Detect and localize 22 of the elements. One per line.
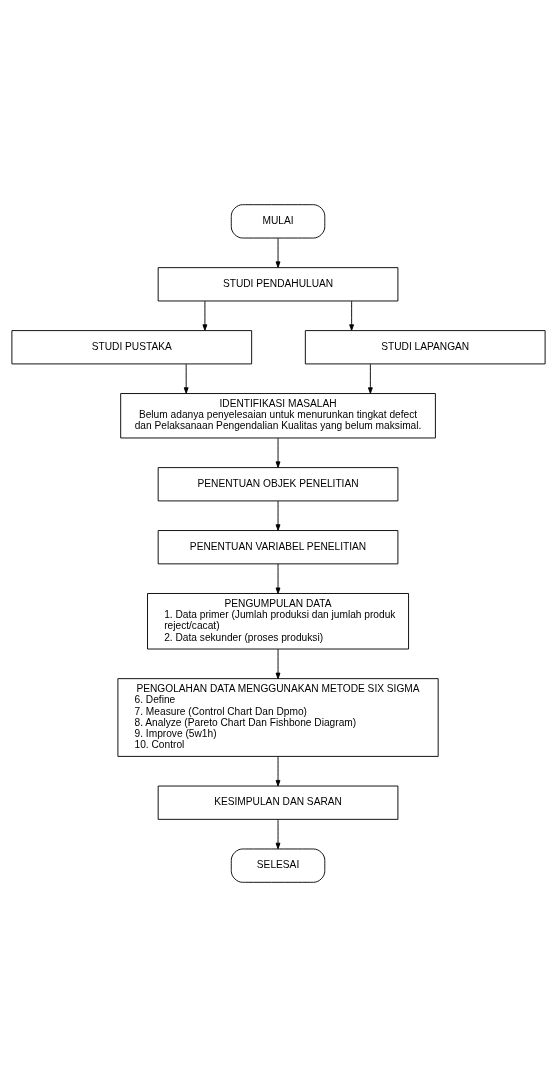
arrow xyxy=(202,300,208,331)
node-box: STUDI LAPANGAN xyxy=(304,329,546,364)
arrow xyxy=(275,500,281,531)
arrow xyxy=(275,563,281,594)
arrow xyxy=(183,363,189,394)
node-box: PENENTUAN OBJEK PENELITIAN xyxy=(157,466,399,501)
node-box: PENGUMPULAN DATA 1. Data primer (Jumlah produksi dan jumlah produk reject/cacat) 2. Data sekunder (proses produksi) xyxy=(147,592,410,649)
node-box: PENENTUAN VARIABEL PENELITIAN xyxy=(157,529,399,564)
node-box: KESIMPULAN DAN SARAN xyxy=(157,785,399,820)
arrow xyxy=(275,755,281,786)
arrow xyxy=(275,818,281,849)
arrow xyxy=(275,437,281,468)
arrow xyxy=(275,648,281,679)
node-box: IDENTIFIKASI MASALAH Belum adanya penyelesaian untuk menurunkan tingkat defect dan Pelaksanaan Pengendalian Kualitas yang belum maksimal. xyxy=(120,392,436,438)
node-box: STUDI PUSTAKA xyxy=(11,329,253,364)
arrow xyxy=(275,237,281,268)
node-box: STUDI PENDAHULUAN xyxy=(157,266,399,301)
arrow xyxy=(367,363,373,394)
node-box: MULAI xyxy=(230,203,326,238)
arrow xyxy=(349,300,355,331)
node-box: SELESAI xyxy=(230,848,326,883)
node-box: PENGOLAHAN DATA MENGGUNAKAN METODE SIX SIGMA 6. Define 7. Measure (Control Chart Dan Dpmo) 8. Analyze (Pareto Chart Dan Fishbone Diagram) 9. Improve (5w1h) 10. Control xyxy=(117,677,439,757)
